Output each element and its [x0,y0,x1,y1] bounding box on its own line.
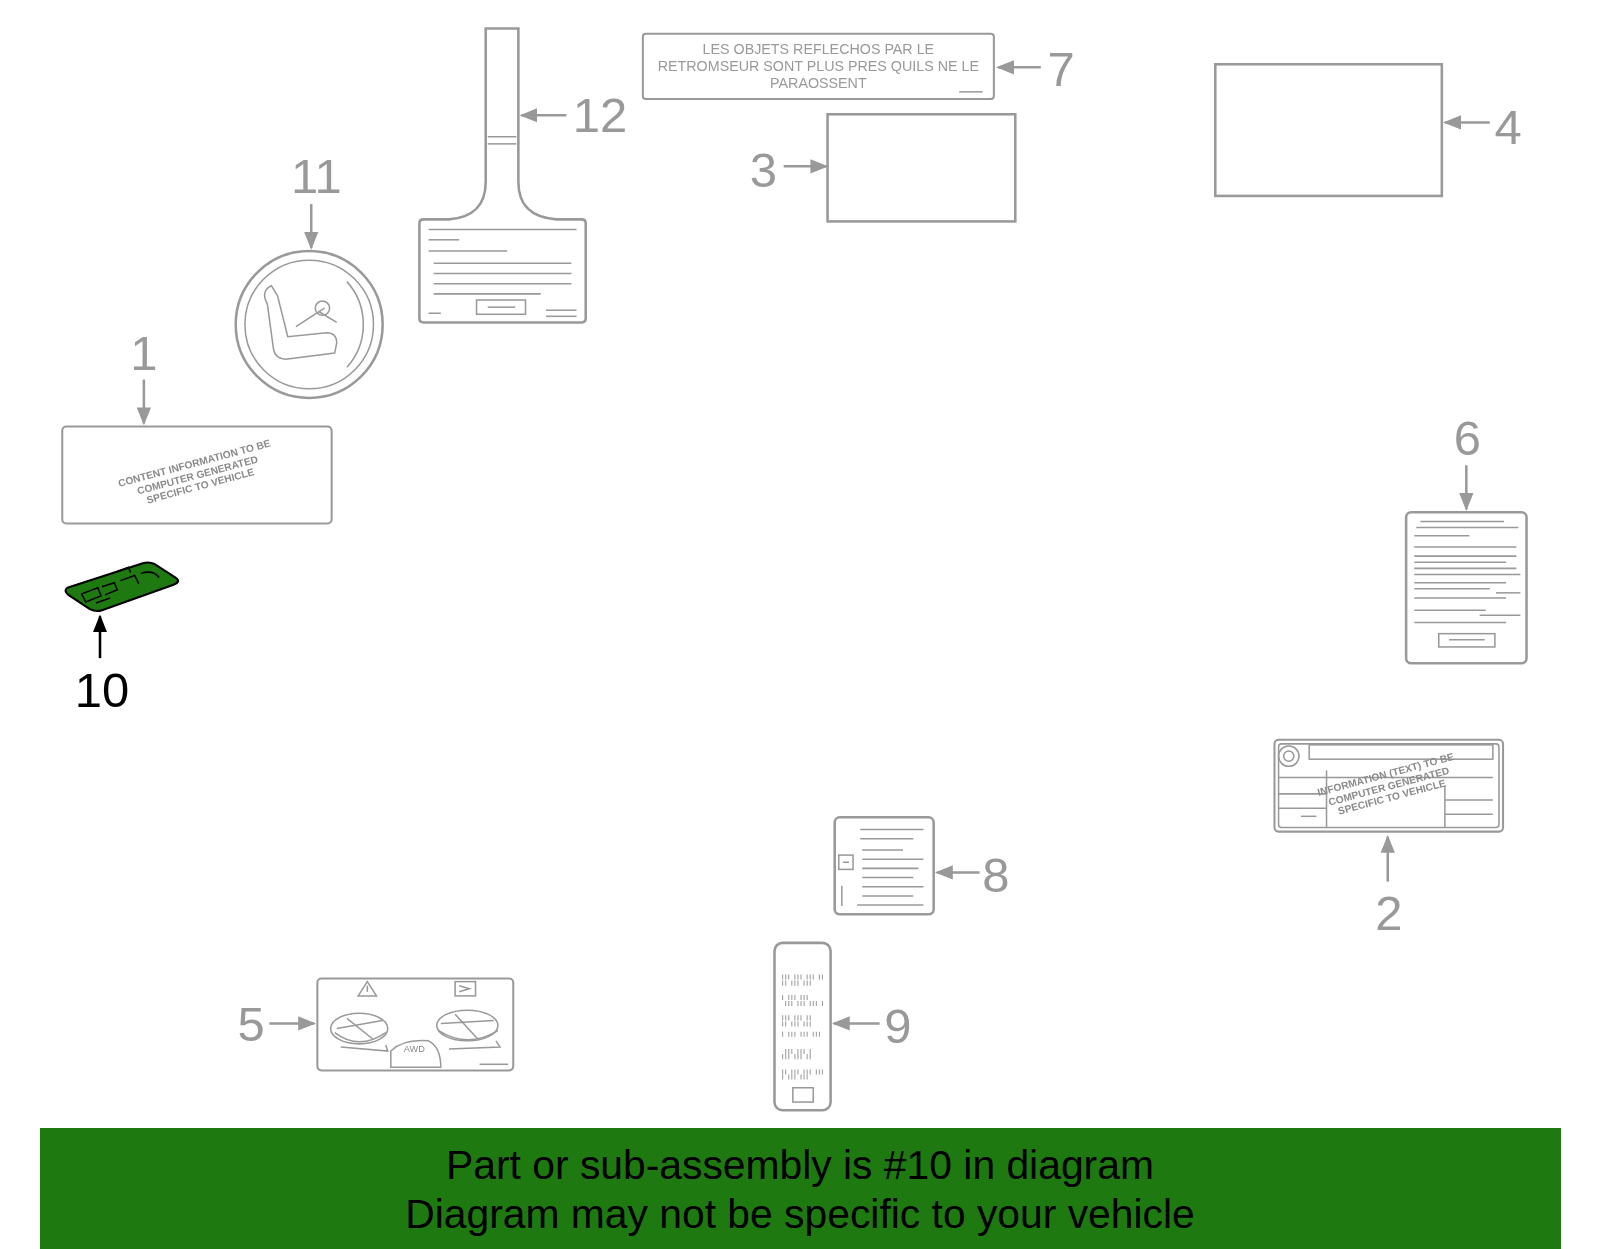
barcode [783,974,823,1079]
label-6 [1406,512,1526,663]
callout-number: 4 [1495,103,1522,152]
label-text: Diagram may not be specific to your vehi… [405,1188,1194,1237]
content-label: CONTENT INFORMATION TO BE COMPUTER GENER… [61,426,332,525]
callout-number: 8 [982,851,1009,900]
callout-number: 12 [573,91,627,140]
label-9 [774,943,830,1110]
callout-number: 10 [75,666,129,715]
label-text: Part or sub-assembly is #10 in diagram [446,1139,1154,1188]
info-banner: Part or sub-assembly is #10 in diagramDi… [40,1128,1560,1249]
callout-number: 6 [1454,414,1481,463]
label-6-lines [1414,521,1520,647]
airbag-icons [331,982,509,1068]
label-3 [828,114,1016,221]
information-label: INFORMATION (TEXT) TO BE COMPUTER GENERA… [1273,739,1504,833]
part-10-emblem [66,562,179,611]
seat-label [236,251,383,398]
callout-number: 5 [237,1000,264,1049]
mirror-warning-label: LES OBJETS REFLECHOS PAR LE RETROMSEUR S… [642,33,995,100]
child-seat-icon [265,286,337,359]
label-8 [835,817,934,914]
callout-number: 3 [750,146,777,195]
tag-lines [429,137,577,317]
seat-arc [347,282,363,368]
callout-number: 11 [291,152,342,201]
label-text: CONTENT INFORMATION TO BE COMPUTER GENER… [111,436,283,514]
callout-number: 9 [884,1002,911,1051]
airbag-label: AWD [316,978,514,1072]
callout-number: 2 [1375,889,1402,938]
callout-number: 1 [130,330,157,379]
hang-tag [419,29,585,323]
callout-number: 7 [1048,45,1075,94]
leader-lines [144,67,1490,1023]
leader-line [99,616,102,658]
label-text: LES OBJETS REFLECHOS PAR LE RETROMSEUR S… [657,41,979,92]
label-2-grid [1279,744,1499,828]
label-text: AWD [404,1045,425,1054]
label-4 [1215,64,1442,196]
label-text: INFORMATION (TEXT) TO BE COMPUTER GENERA… [1310,749,1467,823]
